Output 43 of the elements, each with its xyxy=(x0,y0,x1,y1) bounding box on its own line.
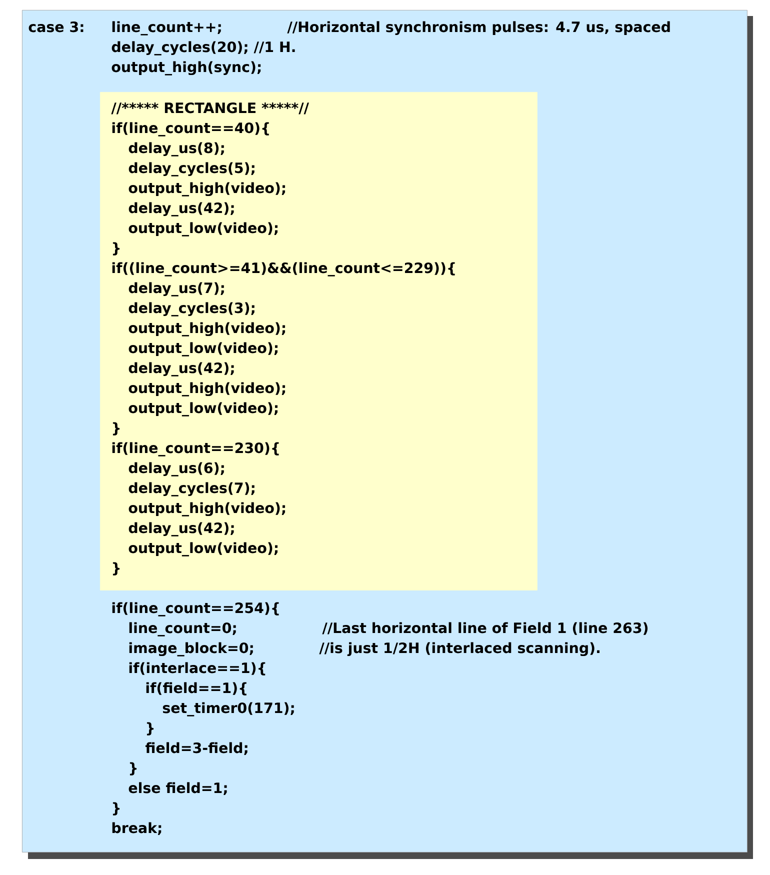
code-line: output_high(video); xyxy=(128,502,286,516)
code-line: output_high(video); xyxy=(128,382,286,396)
code-line: delay_cycles(5); xyxy=(128,162,254,176)
code-line: if((line_count>=41)&&(line_count<=229)){ xyxy=(112,262,455,276)
code-line: //***** RECTANGLE *****// xyxy=(111,102,309,114)
code-line: output_high(video); xyxy=(128,322,286,336)
code-line: field=3-field; xyxy=(146,742,248,756)
code-line: delay_us(42); xyxy=(128,362,234,376)
code-line: } xyxy=(112,422,120,436)
code-line: case 3: xyxy=(28,21,84,32)
code-line: output_low(video); xyxy=(128,342,278,356)
code-line: output_low(video); xyxy=(128,222,278,236)
code-line: delay_us(42); xyxy=(128,522,234,536)
code-line: delay_us(7); xyxy=(128,282,224,296)
code-line: delay_cycles(20); //1 H. xyxy=(112,41,295,56)
code-line: } xyxy=(112,562,120,576)
code-line: } xyxy=(112,242,120,256)
code-line: delay_cycles(3); xyxy=(128,302,254,316)
code-line: delay_cycles(7); xyxy=(128,482,254,496)
code-line: if(line_count==254){ xyxy=(112,602,279,616)
code-line: delay_us(6); xyxy=(128,462,224,476)
code-line: line_count=0; xyxy=(129,622,236,636)
code-line: delay_us(42); xyxy=(128,202,234,216)
code-line: output_high(video); xyxy=(128,182,286,196)
code-line: image_block=0; xyxy=(129,642,253,656)
code-line: if(line_count==40){ xyxy=(112,122,269,136)
code-line: set_timer0(171); xyxy=(162,702,294,716)
code-line: output_low(video); xyxy=(128,402,278,416)
code-comment: //Last horizontal line of Field 1 (line 263) xyxy=(322,622,648,635)
code-line: if(field==1){ xyxy=(146,682,246,696)
code-line: else field=1; xyxy=(128,782,227,796)
code-line: } xyxy=(112,802,120,816)
code-line: if(line_count==230){ xyxy=(112,442,279,456)
code-line: line_count++; xyxy=(112,21,221,36)
code-comment: //Horizontal synchronism pulses: 4.7 us, spaced xyxy=(287,21,670,36)
code-line: break; xyxy=(112,822,162,836)
code-line: } xyxy=(130,762,137,776)
code-line: output_high(sync); xyxy=(112,61,261,76)
code-line: delay_us(8); xyxy=(128,142,224,156)
code-line: output_low(video); xyxy=(128,542,278,556)
code-line: if(interlace==1){ xyxy=(129,662,266,676)
code-line: } xyxy=(146,722,154,736)
code-comment: //is just 1/2H (interlaced scanning). xyxy=(319,642,600,656)
